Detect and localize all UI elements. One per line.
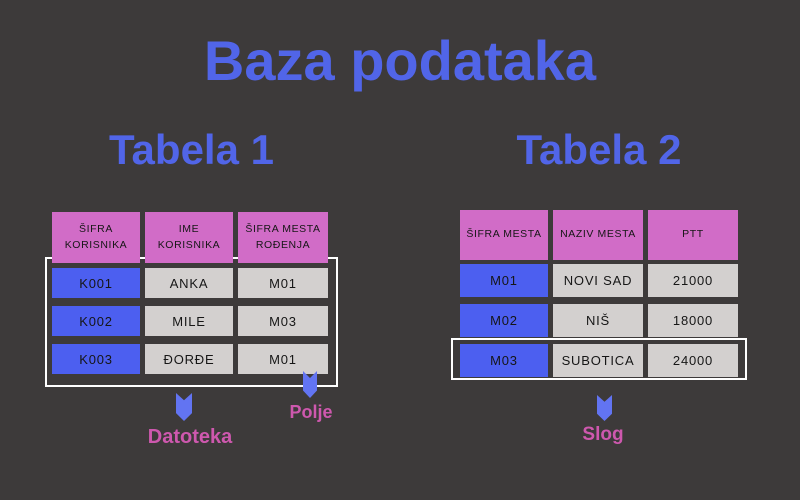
table-row: M02 NIŠ 18000 bbox=[460, 304, 738, 337]
table-row: K003 ĐORĐE M01 bbox=[52, 344, 328, 374]
table-1-header-row: ŠIFRA KORISNIKA IME KORISNIKA ŠIFRA MEST… bbox=[52, 212, 328, 263]
table-cell: M03 bbox=[460, 344, 548, 377]
table-cell: K002 bbox=[52, 306, 140, 336]
table2-title: Tabela 2 bbox=[516, 126, 682, 173]
slog-label: Slog bbox=[582, 424, 624, 445]
table-cell: M01 bbox=[460, 264, 548, 297]
table-2-column-header: NAZIV MESTA bbox=[553, 210, 643, 260]
table-cell: M02 bbox=[460, 304, 548, 337]
table-2-column-header: ŠIFRA MESTA bbox=[460, 210, 548, 260]
table-cell: ANKA bbox=[145, 268, 233, 298]
table-2-body: M01 NOVI SAD 21000 M02 NIŠ 18000 M03 SUB… bbox=[460, 264, 738, 377]
table-cell: K001 bbox=[52, 268, 140, 298]
table-row: K001 ANKA M01 bbox=[52, 268, 328, 298]
table-cell: 24000 bbox=[648, 344, 738, 377]
table-row: K002 MILE M03 bbox=[52, 306, 328, 336]
table-1: ŠIFRA KORISNIKA IME KORISNIKA ŠIFRA MEST… bbox=[45, 212, 338, 392]
table-1-column-header: ŠIFRA KORISNIKA bbox=[52, 212, 140, 263]
table1-title: Tabela 1 bbox=[109, 126, 274, 173]
table-cell: NIŠ bbox=[553, 304, 643, 337]
table-cell: M01 bbox=[238, 344, 328, 374]
table-row: M03 SUBOTICA 24000 bbox=[460, 344, 738, 377]
table-2-header-row: ŠIFRA MESTA NAZIV MESTA PTT bbox=[460, 210, 738, 260]
table-cell: 18000 bbox=[648, 304, 738, 337]
table-cell: ĐORĐE bbox=[145, 344, 233, 374]
table-2-column-header: PTT bbox=[648, 210, 738, 260]
table-2: ŠIFRA MESTA NAZIV MESTA PTT M01 NOVI SAD… bbox=[451, 210, 747, 390]
table-1-column-header: ŠIFRA MESTA ROĐENJA bbox=[238, 212, 328, 263]
arrow-down-icon bbox=[176, 393, 192, 421]
polje-label: Polje bbox=[289, 402, 333, 422]
datoteka-label: Datoteka bbox=[147, 426, 233, 448]
table-cell: MILE bbox=[145, 306, 233, 336]
slog-highlight-box bbox=[451, 338, 747, 380]
table-cell: M03 bbox=[238, 306, 328, 336]
table-cell: SUBOTICA bbox=[553, 344, 643, 377]
table-1-body: K001 ANKA M01 K002 MILE M03 K003 ĐORĐE M… bbox=[52, 268, 328, 374]
arrow-down-icon bbox=[303, 371, 317, 398]
table-1-column-header: IME KORISNIKA bbox=[145, 212, 233, 263]
table-cell: M01 bbox=[238, 268, 328, 298]
table-cell: 21000 bbox=[648, 264, 738, 297]
table-cell: NOVI SAD bbox=[553, 264, 643, 297]
arrow-down-icon bbox=[597, 395, 612, 421]
page-title: Baza podataka bbox=[203, 29, 597, 92]
table-cell: K003 bbox=[52, 344, 140, 374]
table-row: M01 NOVI SAD 21000 bbox=[460, 264, 738, 297]
